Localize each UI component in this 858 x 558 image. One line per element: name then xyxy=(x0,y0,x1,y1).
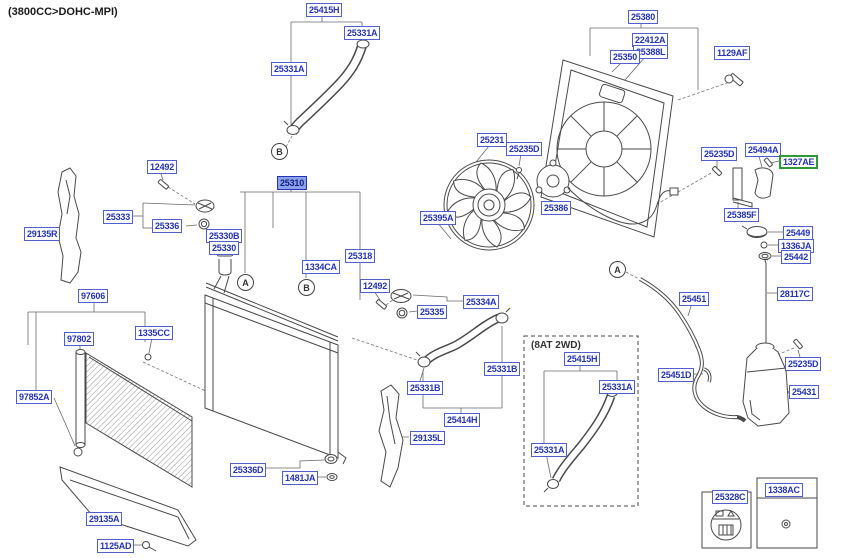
part-label-25331a[interactable]: 25331A xyxy=(599,380,636,394)
part-label-25336[interactable]: 25336 xyxy=(152,219,183,233)
part-label-25335[interactable]: 25335 xyxy=(417,305,448,319)
part-label-25318[interactable]: 25318 xyxy=(345,249,376,263)
part-label-25231[interactable]: 25231 xyxy=(477,133,508,147)
part-label-25385f[interactable]: 25385F xyxy=(724,208,760,222)
part-label-25235d[interactable]: 25235D xyxy=(785,357,822,371)
shroud-bracket-parts xyxy=(711,157,774,208)
air-guard-right-drawing xyxy=(378,384,404,488)
view-marker-b: B xyxy=(271,143,288,160)
part-label-97852a[interactable]: 97852A xyxy=(16,390,53,404)
part-label-25388l[interactable]: 25388L xyxy=(633,45,669,59)
variant-8at2wd-box xyxy=(523,335,639,507)
radiator-mount-parts-right xyxy=(375,289,412,319)
part-label-25235d[interactable]: 25235D xyxy=(701,147,738,161)
part-label-25442[interactable]: 25442 xyxy=(781,250,812,264)
part-label-28117c[interactable]: 28117C xyxy=(777,287,813,301)
part-label-25494a[interactable]: 25494A xyxy=(745,143,782,157)
fan-motor-drawing xyxy=(535,159,679,225)
part-label-25415h[interactable]: 25415H xyxy=(564,352,601,366)
view-marker-a: A xyxy=(609,261,626,278)
part-label-25330[interactable]: 25330 xyxy=(209,241,240,255)
part-label-25414h[interactable]: 25414H xyxy=(444,413,481,427)
part-label-25449[interactable]: 25449 xyxy=(783,226,814,240)
view-marker-a: A xyxy=(237,274,254,291)
part-label-29135l[interactable]: 29135L xyxy=(410,431,446,445)
part-label-1335cc[interactable]: 1335CC xyxy=(135,326,173,340)
part-label-25331b[interactable]: 25331B xyxy=(407,381,444,395)
part-label-97606[interactable]: 97606 xyxy=(78,289,109,303)
radiator-drawing xyxy=(204,245,347,481)
part-label-12492[interactable]: 12492 xyxy=(147,160,178,174)
air-guard-left-drawing xyxy=(57,167,82,284)
radiator-mount-parts-left xyxy=(157,179,215,230)
condenser-drawing xyxy=(73,349,193,488)
fan-shroud-drawing xyxy=(540,59,744,238)
part-label-12492[interactable]: 12492 xyxy=(360,279,391,293)
part-label-25451d[interactable]: 25451D xyxy=(658,368,695,382)
part-label-29135r[interactable]: 29135R xyxy=(24,227,61,241)
part-label-29135a[interactable]: 29135A xyxy=(86,512,123,526)
part-label-1327ae[interactable]: 1327AE xyxy=(779,155,819,169)
part-label-25380[interactable]: 25380 xyxy=(628,10,659,24)
part-label-25415h[interactable]: 25415H xyxy=(306,3,343,17)
part-label-25395a[interactable]: 25395A xyxy=(420,211,457,225)
part-label-25334a[interactable]: 25334A xyxy=(463,295,500,309)
overflow-hose-drawing xyxy=(639,277,747,423)
leader-lines xyxy=(27,16,801,546)
part-label-25333[interactable]: 25333 xyxy=(103,210,134,224)
part-label-25331b[interactable]: 25331B xyxy=(484,362,521,376)
part-label-25451[interactable]: 25451 xyxy=(679,292,710,306)
alignment-dash-lines xyxy=(142,82,795,400)
engine-variant-caption: (3800CC>DOHC-MPI) xyxy=(8,6,118,18)
part-label-1338ac[interactable]: 1338AC xyxy=(765,483,803,497)
upper-hose-drawing xyxy=(283,34,372,135)
part-label-25336d[interactable]: 25336D xyxy=(230,463,267,477)
part-label-25431[interactable]: 25431 xyxy=(789,385,820,399)
variant-8at2wd-caption: (8AT 2WD) xyxy=(531,340,581,351)
part-label-25331a[interactable]: 25331A xyxy=(531,443,568,457)
part-label-25310[interactable]: 25310 xyxy=(277,176,308,190)
view-marker-b: B xyxy=(298,279,315,296)
under-cover-drawing xyxy=(59,466,197,552)
part-label-1125ad[interactable]: 1125AD xyxy=(97,539,135,553)
part-label-1481ja[interactable]: 1481JA xyxy=(282,471,319,485)
part-label-25328c[interactable]: 25328C xyxy=(712,490,749,504)
cooling-fan-drawing xyxy=(443,159,535,251)
lower-hose-drawing xyxy=(415,307,511,368)
part-label-1129af[interactable]: 1129AF xyxy=(714,46,751,60)
part-label-25235d[interactable]: 25235D xyxy=(506,142,543,156)
part-label-25350[interactable]: 25350 xyxy=(610,50,641,64)
part-label-25386[interactable]: 25386 xyxy=(541,201,572,215)
part-label-25331a[interactable]: 25331A xyxy=(344,26,381,40)
reservoir-drawing xyxy=(741,225,803,427)
part-label-97802[interactable]: 97802 xyxy=(64,332,95,346)
part-label-25331a[interactable]: 25331A xyxy=(271,62,308,76)
part-label-1334ca[interactable]: 1334CA xyxy=(302,260,340,274)
